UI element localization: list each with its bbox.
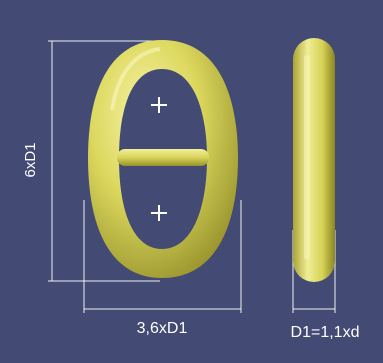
chain-link-front-view <box>88 40 238 278</box>
link-side-highlight <box>304 55 310 260</box>
width-label: 3,6xD1 <box>137 320 188 337</box>
center-mark-upper <box>151 97 167 113</box>
chain-link-side-view <box>293 38 335 282</box>
height-label: 6xD1 <box>22 142 39 177</box>
center-mark-lower <box>151 205 167 221</box>
link-ring <box>88 40 238 278</box>
thickness-label: D1=1,1xd <box>291 324 360 341</box>
link-side-profile <box>293 38 335 282</box>
link-ring-highlight <box>110 47 161 111</box>
link-stud-bar <box>117 149 209 166</box>
